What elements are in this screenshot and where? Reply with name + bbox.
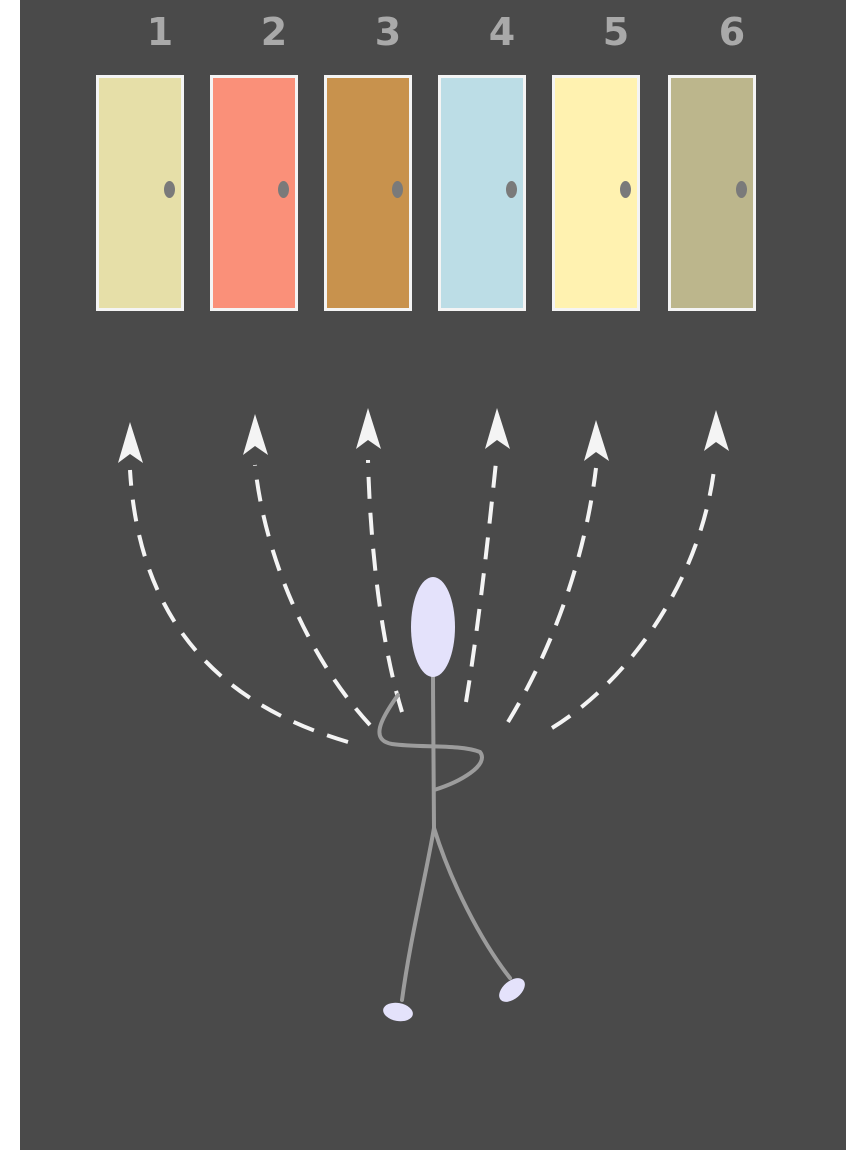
arrowhead-icon	[243, 414, 268, 455]
arrowhead-icon	[485, 408, 510, 449]
figure-foot-left	[382, 1001, 415, 1024]
arrowhead-icon	[704, 410, 729, 451]
diagram-canvas: 1 2 3 4 5 6	[20, 0, 846, 1150]
arrowheads	[118, 408, 729, 463]
figure-arm	[379, 695, 482, 790]
path-to-door-4	[466, 462, 496, 702]
arrowhead-icon	[118, 422, 143, 463]
arrowhead-icon	[584, 420, 609, 461]
figure-leg-right	[434, 828, 510, 978]
path-to-door-2	[255, 465, 370, 725]
arrowhead-icon	[356, 408, 381, 449]
figure-head	[411, 577, 455, 677]
figure-foot-right	[495, 973, 530, 1006]
figure-body	[433, 675, 434, 828]
path-to-door-6	[552, 470, 714, 728]
path-to-door-5	[508, 468, 596, 722]
path-to-door-1	[130, 470, 348, 742]
figure-leg-left	[402, 828, 434, 1000]
path-to-door-3	[368, 460, 402, 712]
stick-figure	[379, 577, 529, 1023]
paths-and-figure	[20, 0, 846, 1150]
